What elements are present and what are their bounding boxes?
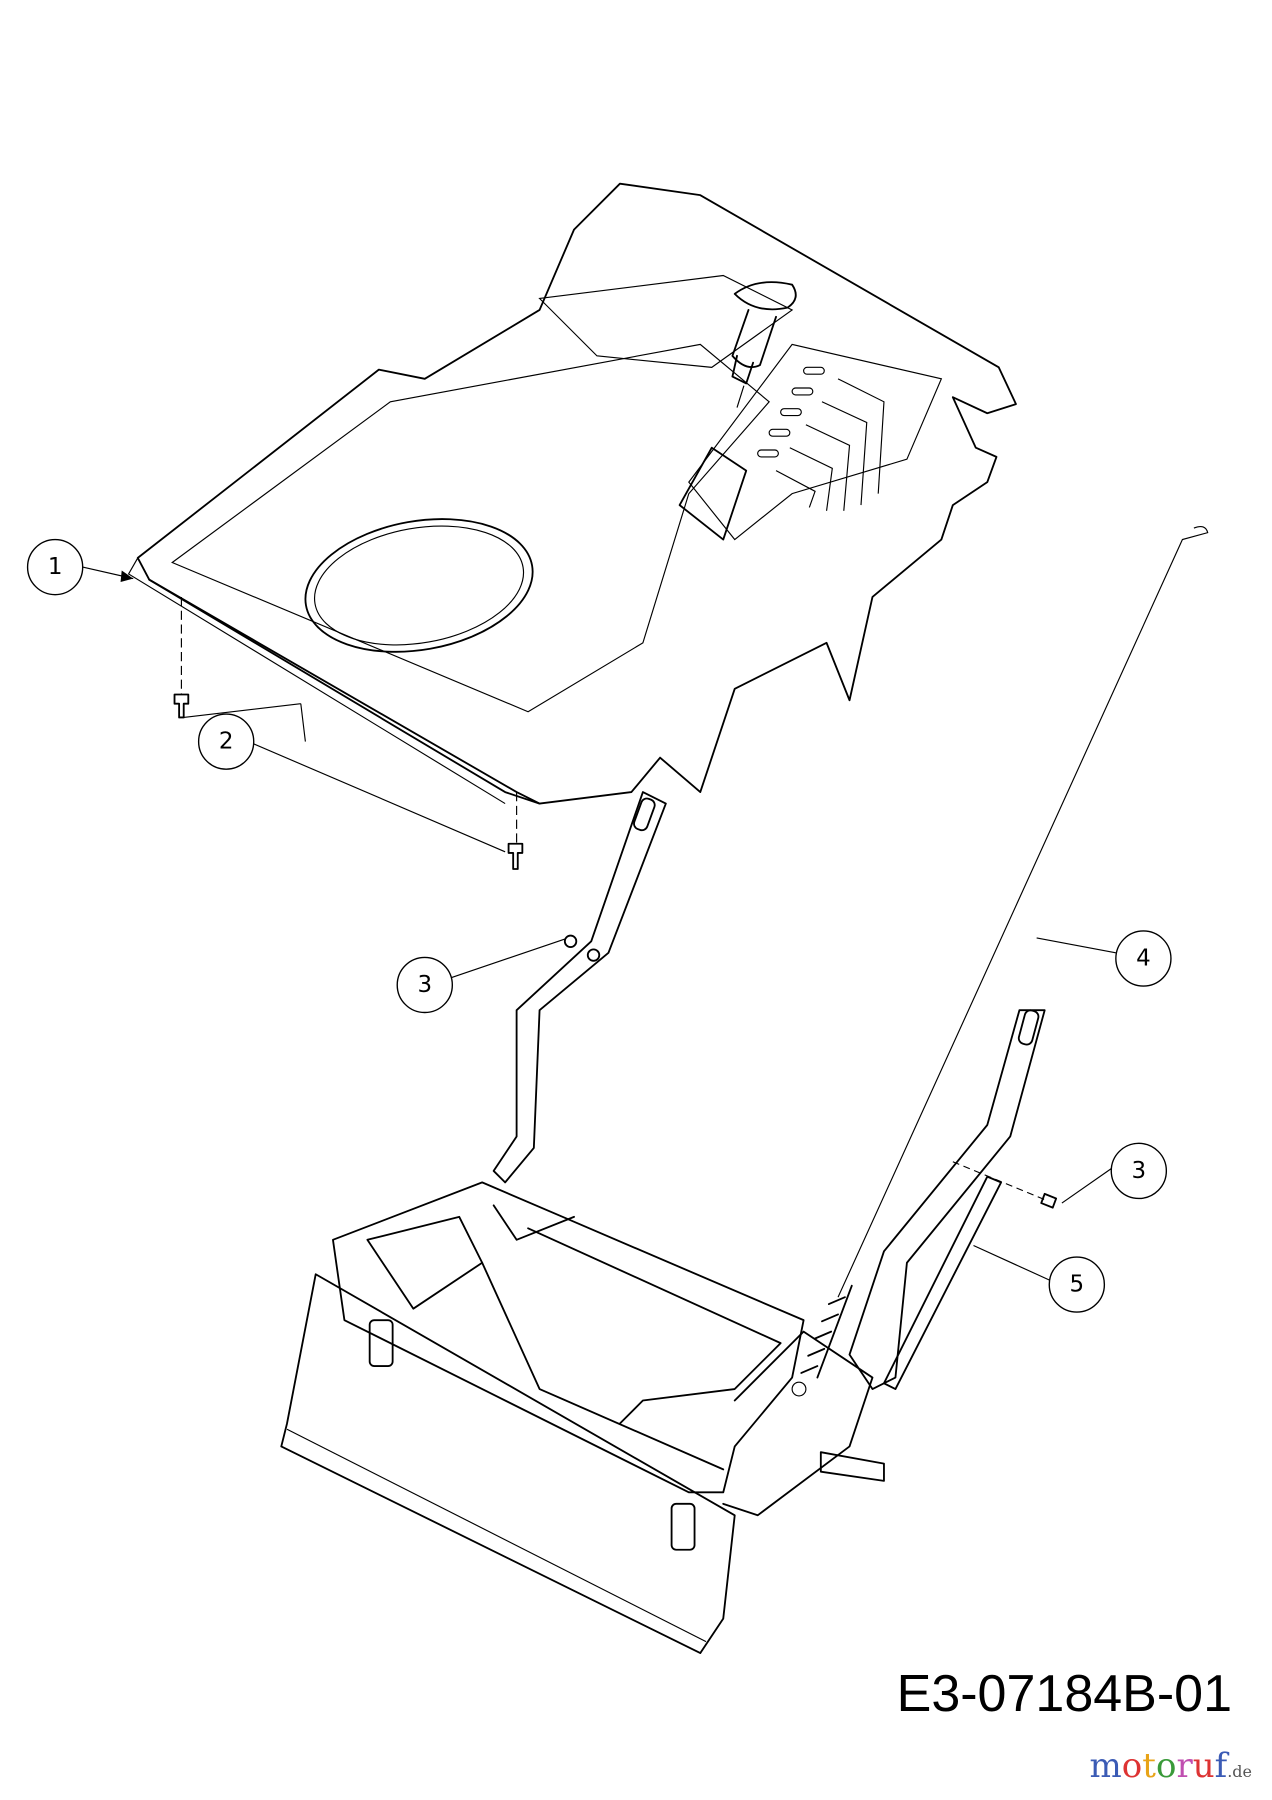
control-cable-part [791, 525, 1209, 1397]
callout-3: 3 [396, 956, 454, 1014]
vent-slots [757, 366, 885, 511]
watermark-tld: .de [1227, 1762, 1252, 1781]
handle-part [492, 791, 667, 1184]
callout-5-label: 5 [1070, 1272, 1085, 1298]
frame-base-part [280, 1181, 885, 1654]
bracket-part [883, 1175, 1002, 1390]
callout-4-label: 4 [1136, 946, 1151, 972]
leader-lines [82, 566, 1116, 1281]
knob-part [731, 281, 797, 408]
watermark-logo: motoruf.de [1089, 1746, 1252, 1786]
callout-1: 1 [26, 538, 84, 596]
callout-4: 4 [1115, 930, 1172, 987]
callout-2: 2 [197, 713, 255, 770]
callout-3-label: 3 [417, 972, 432, 998]
callout-3b-label: 3 [1132, 1158, 1147, 1184]
callout-5: 5 [1048, 1256, 1106, 1313]
drawing-number: E3-07184B-01 [896, 1665, 1232, 1723]
callout-2-label: 2 [219, 729, 234, 755]
right-arm-part [848, 1009, 1058, 1390]
shroud-cover-part [127, 182, 1017, 805]
callout-3b: 3 [1110, 1142, 1168, 1200]
callout-1-label: 1 [48, 554, 63, 580]
